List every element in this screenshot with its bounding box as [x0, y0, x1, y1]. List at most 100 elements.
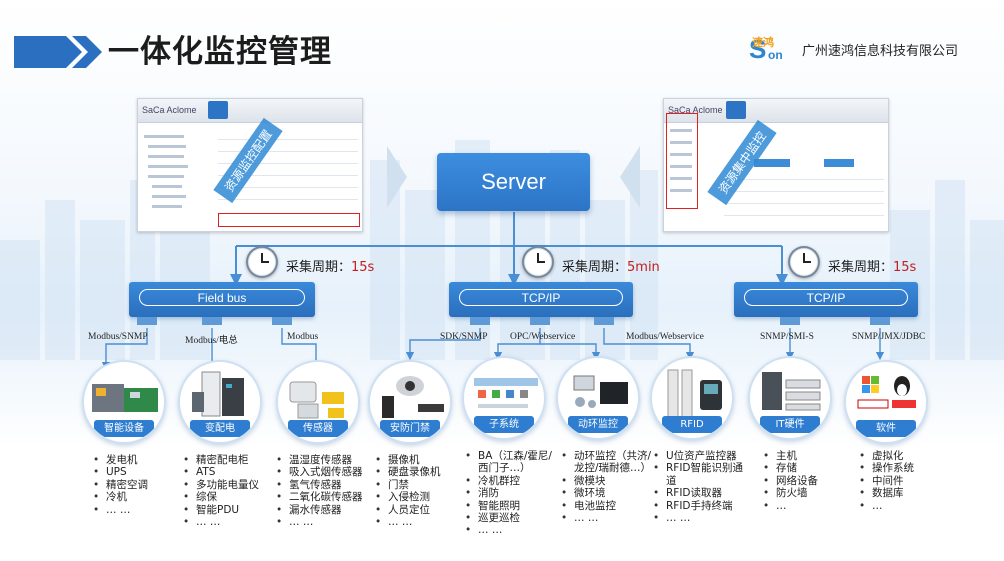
- device-label: 子系统: [474, 416, 534, 433]
- device-rfid: RFID: [650, 356, 734, 440]
- list-item: … …: [182, 516, 277, 529]
- clock-icon: [522, 246, 554, 278]
- device-security-access: 安防门禁: [368, 360, 452, 444]
- protocol-label: SNMP/JMX/JDBC: [852, 332, 926, 342]
- list-item: 智能照明: [464, 500, 556, 513]
- device-label: 变配电: [190, 420, 250, 437]
- left-arrow-icon: [387, 146, 407, 208]
- protocol-label: Modbus/Webservice: [626, 332, 704, 342]
- list-item: RFID手持终端: [652, 500, 748, 513]
- page-title: 一体化监控管理: [108, 34, 332, 70]
- device-subsystems: 子系统: [462, 356, 546, 440]
- screenshot-brand: SaCa Aclome: [142, 105, 197, 115]
- screenshot-toolbar: SaCa Aclome: [664, 99, 888, 123]
- list-item: 发电机: [92, 454, 182, 467]
- protocol-label: SNMP/SMI-S: [760, 332, 814, 342]
- list-item: RFID智能识别通道: [652, 462, 748, 487]
- list-item: 吸入式烟传感器: [275, 466, 375, 479]
- list-item: 防火墙: [762, 487, 842, 500]
- list-item: 门禁: [374, 479, 462, 492]
- list-item: 综保: [182, 491, 277, 504]
- list-item: … …: [560, 512, 652, 525]
- list-item: 氢气传感器: [275, 479, 375, 492]
- device-it-hardware: IT硬件: [748, 356, 832, 440]
- list-item: 精密配电柜: [182, 454, 277, 467]
- list-item: 人员定位: [374, 504, 462, 517]
- device-smart-equipment: 智能设备: [82, 360, 166, 444]
- device-label: 传感器: [288, 420, 348, 437]
- server-node: Server: [437, 153, 590, 211]
- device-software: 软件: [844, 360, 928, 444]
- list-item: …: [858, 500, 938, 513]
- list-item: 主机: [762, 450, 842, 463]
- list-item: 数据库: [858, 487, 938, 500]
- tcpip-right-node: TCP/IP: [734, 282, 918, 317]
- list-item: UPS: [92, 466, 182, 479]
- company-logo-icon: S on: [749, 34, 783, 62]
- screenshot-brand: SaCa Aclome: [668, 105, 723, 115]
- list-item: 精密空调: [92, 479, 182, 492]
- bus-label: TCP/IP: [459, 289, 623, 306]
- bus-label: Field bus: [139, 289, 305, 306]
- protocol-label: OPC/Webservice: [510, 332, 576, 342]
- list-item: 巡更巡检: [464, 512, 556, 525]
- device-list: 精密配电柜 ATS 多功能电量仪 综保 智能PDU … …: [182, 454, 277, 529]
- device-list: 发电机 UPS 精密空调 冷机 … …: [92, 454, 182, 516]
- list-item: … …: [464, 524, 556, 537]
- protocol-label: Modbus: [287, 332, 319, 342]
- ram-bar: [824, 159, 854, 167]
- right-arrow-icon: [620, 146, 640, 208]
- config-screenshot: SaCa Aclome 资源监控配置: [137, 98, 363, 232]
- list-item: … …: [652, 512, 748, 525]
- header-chevron-icon: [14, 36, 102, 68]
- device-label: RFID: [662, 416, 722, 433]
- cycle-value: 15s: [351, 260, 375, 275]
- clock-icon: [788, 246, 820, 278]
- list-item: BA（江森/霍尼/西门子…）: [464, 450, 556, 475]
- list-item: 冷机: [92, 491, 182, 504]
- list-item: RFID读取器: [652, 487, 748, 500]
- list-item: U位资产监控器: [652, 450, 748, 463]
- list-item: 中间件: [858, 475, 938, 488]
- device-list: U位资产监控器 RFID智能识别通道 RFID读取器 RFID手持终端 … …: [652, 450, 748, 525]
- monitor-tab-icon: [726, 101, 746, 119]
- list-item: 多功能电量仪: [182, 479, 277, 492]
- list-item: 智能PDU: [182, 504, 277, 517]
- list-item: 摄像机: [374, 454, 462, 467]
- device-list: 虚拟化 操作系统 中间件 数据库 …: [858, 450, 938, 512]
- clock-icon: [246, 246, 278, 278]
- protocol-label: Modbus/电总: [185, 336, 238, 346]
- list-item: 操作系统: [858, 462, 938, 475]
- list-item: 存储: [762, 462, 842, 475]
- list-item: 冷机群控: [464, 475, 556, 488]
- cycle-label-tcpip-center: 采集周期：5min: [562, 260, 660, 275]
- device-label: IT硬件: [760, 416, 820, 433]
- cycle-label-tcpip-right: 采集周期：15s: [828, 260, 917, 275]
- svg-text:on: on: [768, 48, 783, 62]
- svg-text:S: S: [749, 34, 766, 62]
- cycle-label-fieldbus: 采集周期：15s: [286, 260, 375, 275]
- device-label: 智能设备: [94, 420, 154, 437]
- highlight-box: [666, 113, 698, 209]
- device-list: 摄像机 硬盘录像机 门禁 入侵检测 人员定位 … …: [374, 454, 462, 529]
- protocol-label: SDK/SNMP: [440, 332, 488, 342]
- list-item: … …: [374, 516, 462, 529]
- home-icon: [208, 101, 228, 119]
- list-item: … …: [275, 516, 375, 529]
- device-list: 主机 存储 网络设备 防火墙 …: [762, 450, 842, 512]
- list-item: ATS: [182, 466, 277, 479]
- list-item: …: [762, 500, 842, 513]
- device-list: BA（江森/霍尼/西门子…） 冷机群控 消防 智能照明 巡更巡检 … …: [464, 450, 556, 537]
- list-item: 漏水传感器: [275, 504, 375, 517]
- cycle-value: 5min: [627, 260, 660, 275]
- list-item: 消防: [464, 487, 556, 500]
- device-power-distribution: 变配电: [178, 360, 262, 444]
- protocol-label: Modbus/SNMP: [88, 332, 148, 342]
- screenshot-toolbar: SaCa Aclome: [138, 99, 362, 123]
- device-sensors: 传感器: [276, 360, 360, 444]
- list-item: 温湿度传感器: [275, 454, 375, 467]
- list-item: … …: [92, 504, 182, 517]
- highlight-box: [218, 213, 360, 227]
- list-item: 动环监控（共济/龙控/瑞耐德…）: [560, 450, 652, 475]
